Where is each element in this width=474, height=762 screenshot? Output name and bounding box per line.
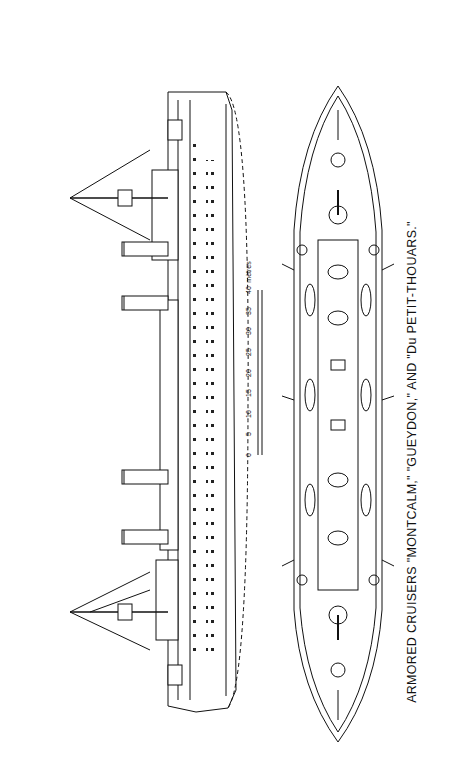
- scale-number: 25: [245, 348, 252, 356]
- scale-number: 0: [245, 453, 252, 457]
- figure-caption: ARMORED CRUISERS "MONTCALM," "GUEYDON," …: [406, 221, 419, 703]
- scale-number: 30: [245, 327, 252, 335]
- scale-number: 20: [245, 369, 252, 377]
- scale-number: 5: [245, 432, 252, 436]
- scale-number: 35: [245, 307, 252, 315]
- scale-number: 40: [245, 286, 252, 294]
- scale-number: 15: [245, 389, 252, 397]
- scale-number: 10: [245, 410, 252, 418]
- scale-unit: mètres: [245, 261, 252, 282]
